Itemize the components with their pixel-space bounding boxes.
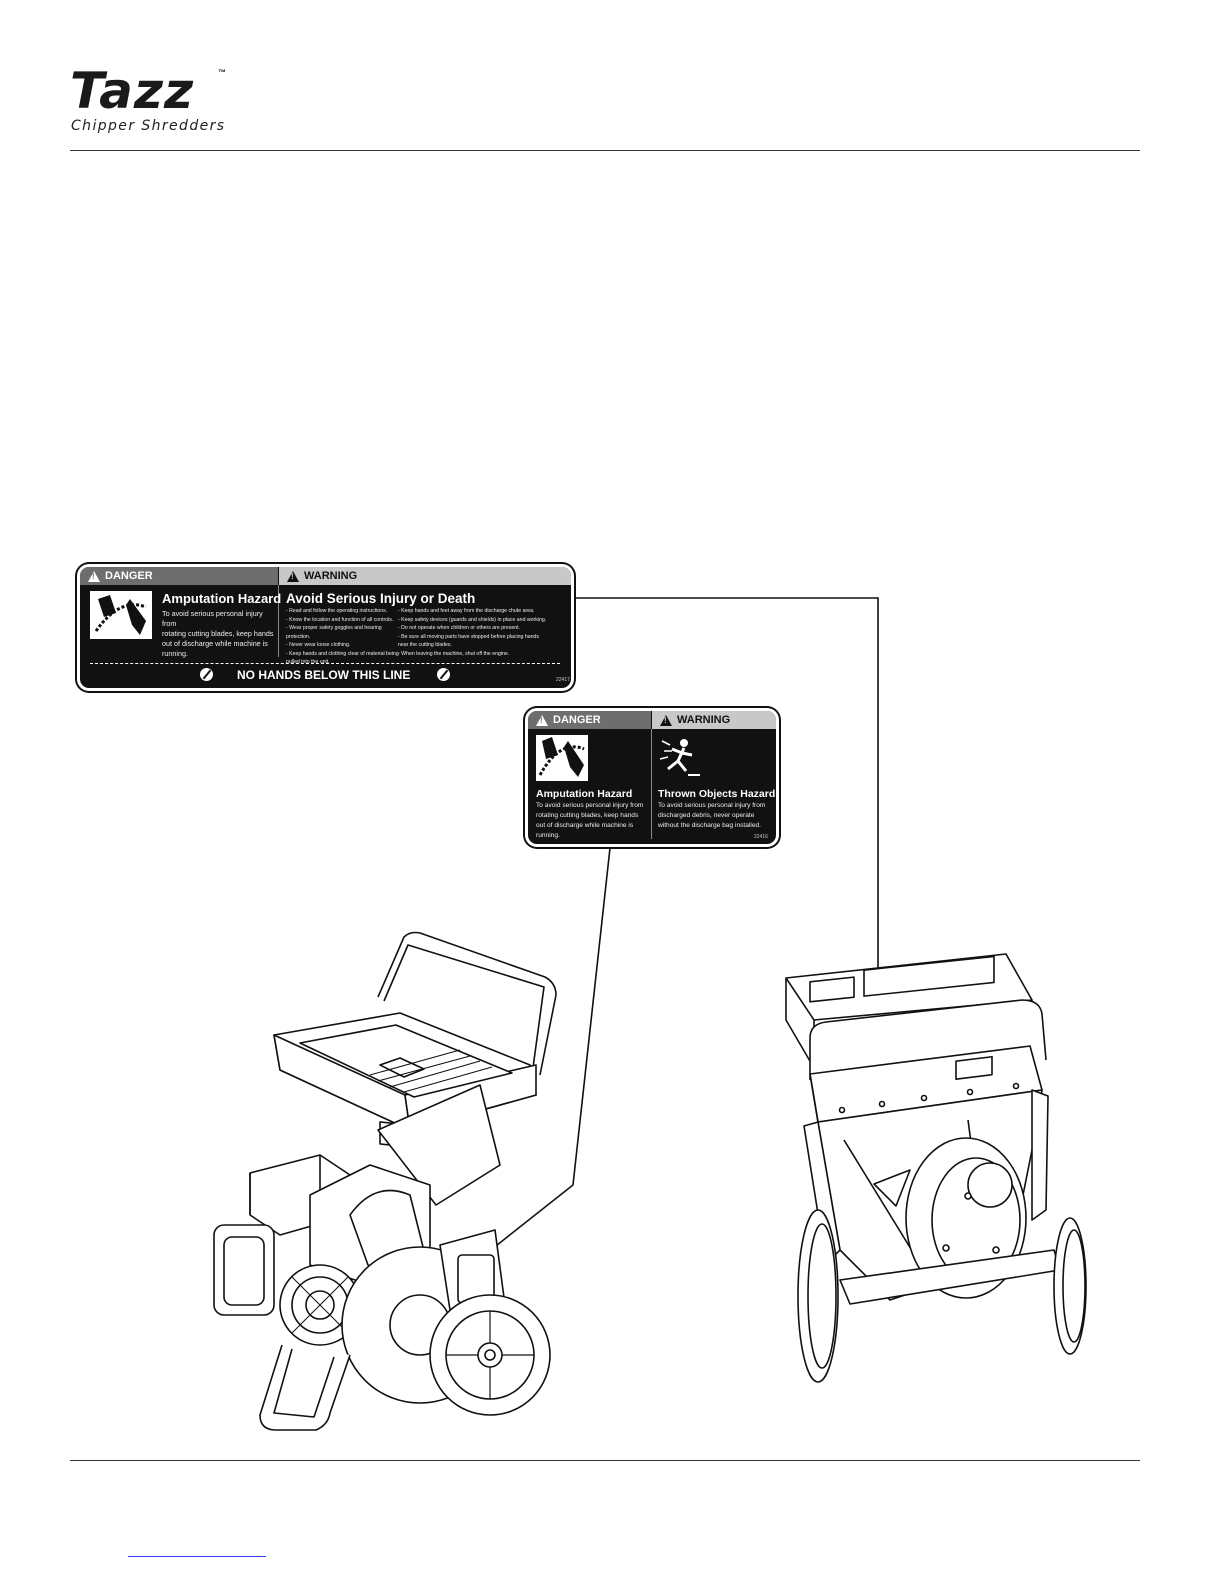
footer-link-underline (128, 1556, 266, 1557)
brand-logo: Tazz ™ Chipper Shredders (70, 64, 240, 144)
no-hands-icon (200, 668, 213, 681)
warning-triangle-icon (88, 570, 100, 582)
header-rule (70, 150, 1140, 151)
chipper-rear-view-illustration (785, 953, 1087, 1383)
warning-list-col2: - Keep hands and feet away from the disc… (398, 608, 547, 657)
decal-large: DANGER WARNING Amputation Hazard To avoi… (80, 567, 571, 688)
danger-label: DANGER (553, 714, 601, 726)
thrown-objects-icon (659, 739, 700, 776)
warning-label: WARNING (677, 714, 731, 726)
dashed-line (90, 663, 560, 664)
danger-text: To avoid serious personal injury from ro… (536, 802, 644, 839)
amputation-hand-icon (90, 591, 152, 639)
column-divider (278, 585, 279, 657)
danger-title: Amputation Hazard (162, 591, 282, 606)
amputation-hand-icon (536, 735, 588, 781)
warning-triangle-icon (287, 570, 299, 582)
warning-title: Thrown Objects Hazard (658, 788, 776, 800)
decal-code: 22416 (754, 834, 768, 840)
warning-list-col1: - Read and follow the operating instruct… (286, 608, 399, 665)
no-hands-icon (437, 668, 450, 681)
warning-band: WARNING (279, 567, 571, 585)
logo-trademark: ™ (218, 68, 226, 77)
logo-tagline: Chipper Shredders (71, 118, 226, 134)
warning-band: WARNING (652, 711, 776, 729)
warning-text: To avoid serious personal injury from di… (658, 802, 766, 829)
danger-title: Amputation Hazard (536, 788, 633, 800)
warning-triangle-icon (536, 714, 548, 726)
no-hands-text: NO HANDS BELOW THIS LINE (237, 668, 411, 682)
column-divider (651, 729, 652, 839)
footer-rule (70, 1460, 1140, 1461)
decal-code: 22417 (556, 677, 570, 683)
warning-title: Avoid Serious Injury or Death (286, 591, 476, 606)
warning-triangle-icon (660, 714, 672, 726)
warning-label: WARNING (304, 570, 358, 582)
danger-band: DANGER (528, 711, 651, 729)
chipper-side-view-illustration (213, 931, 557, 1431)
danger-label: DANGER (105, 570, 153, 582)
danger-band: DANGER (80, 567, 278, 585)
decal-small: DANGER WARNING Amputation Hazard To avoi… (528, 711, 776, 844)
danger-text: To avoid serious personal injury from ro… (162, 609, 274, 658)
logo-wordmark: Tazz (70, 62, 195, 120)
